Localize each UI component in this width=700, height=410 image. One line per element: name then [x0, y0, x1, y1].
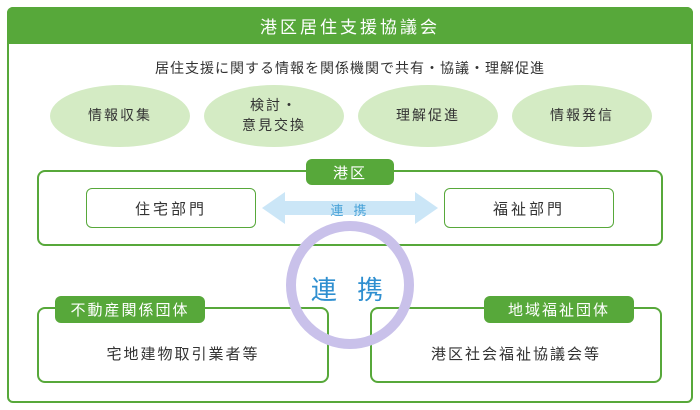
- council-title: 港区居住支援協議会: [7, 7, 693, 44]
- arrow-cooperation-label: 連 携: [330, 204, 370, 219]
- welfare-group-tab: 地域福祉団体: [484, 296, 634, 323]
- minato-tab: 港区: [306, 159, 394, 185]
- housing-dept-box: 住宅部門: [86, 188, 256, 228]
- activity-label: 理解促進: [396, 108, 460, 124]
- council-subtitle: 居住支援に関する情報を関係機関で共有・協議・理解促進: [155, 61, 545, 77]
- cooperation-ring: [286, 221, 414, 349]
- activity-info-collection: 情報収集: [50, 85, 190, 147]
- welfare-group-text: 港区社会福祉協議会等: [430, 345, 601, 363]
- real-estate-tab: 不動産関係団体: [55, 296, 205, 323]
- activity-label: 検討・ 意見交換: [242, 98, 306, 134]
- central-cooperation-label: 連 携: [310, 276, 390, 306]
- welfare-dept-box: 福祉部門: [444, 188, 614, 228]
- activity-label: 情報収集: [88, 108, 152, 124]
- welfare-dept-label: 福祉部門: [492, 199, 565, 218]
- activity-discussion: 検討・ 意見交換: [204, 85, 344, 147]
- housing-dept-label: 住宅部門: [134, 199, 207, 218]
- double-arrow-icon: [262, 192, 438, 224]
- real-estate-group-text: 宅地建物取引業者等: [106, 345, 260, 363]
- activity-info-dissemination: 情報発信: [512, 85, 652, 147]
- activity-understanding: 理解促進: [358, 85, 498, 147]
- activity-label: 情報発信: [550, 108, 614, 124]
